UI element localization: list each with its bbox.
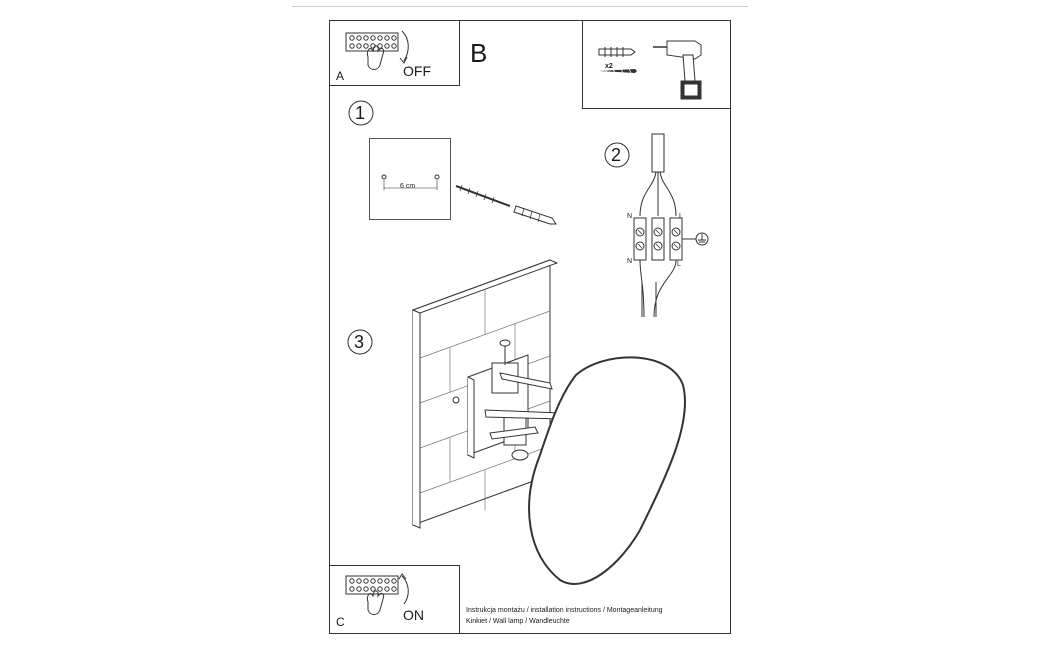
terminal-block-hand-on-icon [345,573,409,615]
footer-subtitle: Kinkiet / Wall lamp / Wandleuchte [466,618,570,625]
panel-c: C ON [329,565,460,634]
step-1-wall-panel [369,138,451,220]
wire-label-n-top: N [627,213,633,220]
panel-a: A OFF [329,20,460,86]
wire-label-n-bottom: N [627,258,633,265]
screw-and-plug-icon [455,184,557,225]
wall-lamp-mounting-illustration [411,259,687,585]
plug-quantity: x2 [605,63,613,70]
terminal-block-hand-icon [345,30,409,70]
panel-c-on-label: ON [403,607,424,623]
wire-label-l-bottom: L [677,261,681,268]
drill-hole-markers [381,174,440,190]
step-3-badge [347,329,373,355]
step-3-number: 3 [354,332,365,352]
footer-title: Instrukcja montażu / installation instru… [466,607,663,614]
panel-c-letter: C [336,615,345,629]
panel-b-tools: x2 [582,20,731,109]
drill-icon [653,40,702,100]
instruction-sheet [329,20,731,634]
step-1-badge [348,100,374,126]
top-rule [292,6,748,7]
step-2-number: 2 [611,145,622,165]
hole-spacing-label: 6 cm [400,183,416,190]
panel-a-letter: A [336,69,345,83]
panel-a-off-label: OFF [403,63,431,79]
panel-b-letter: B [470,38,488,68]
step-1-number: 1 [355,103,366,123]
wiring-diagram [633,133,709,318]
step-2-badge [604,142,630,168]
wire-label-l-top: L [679,213,683,220]
wall-plug-icon [598,47,637,74]
